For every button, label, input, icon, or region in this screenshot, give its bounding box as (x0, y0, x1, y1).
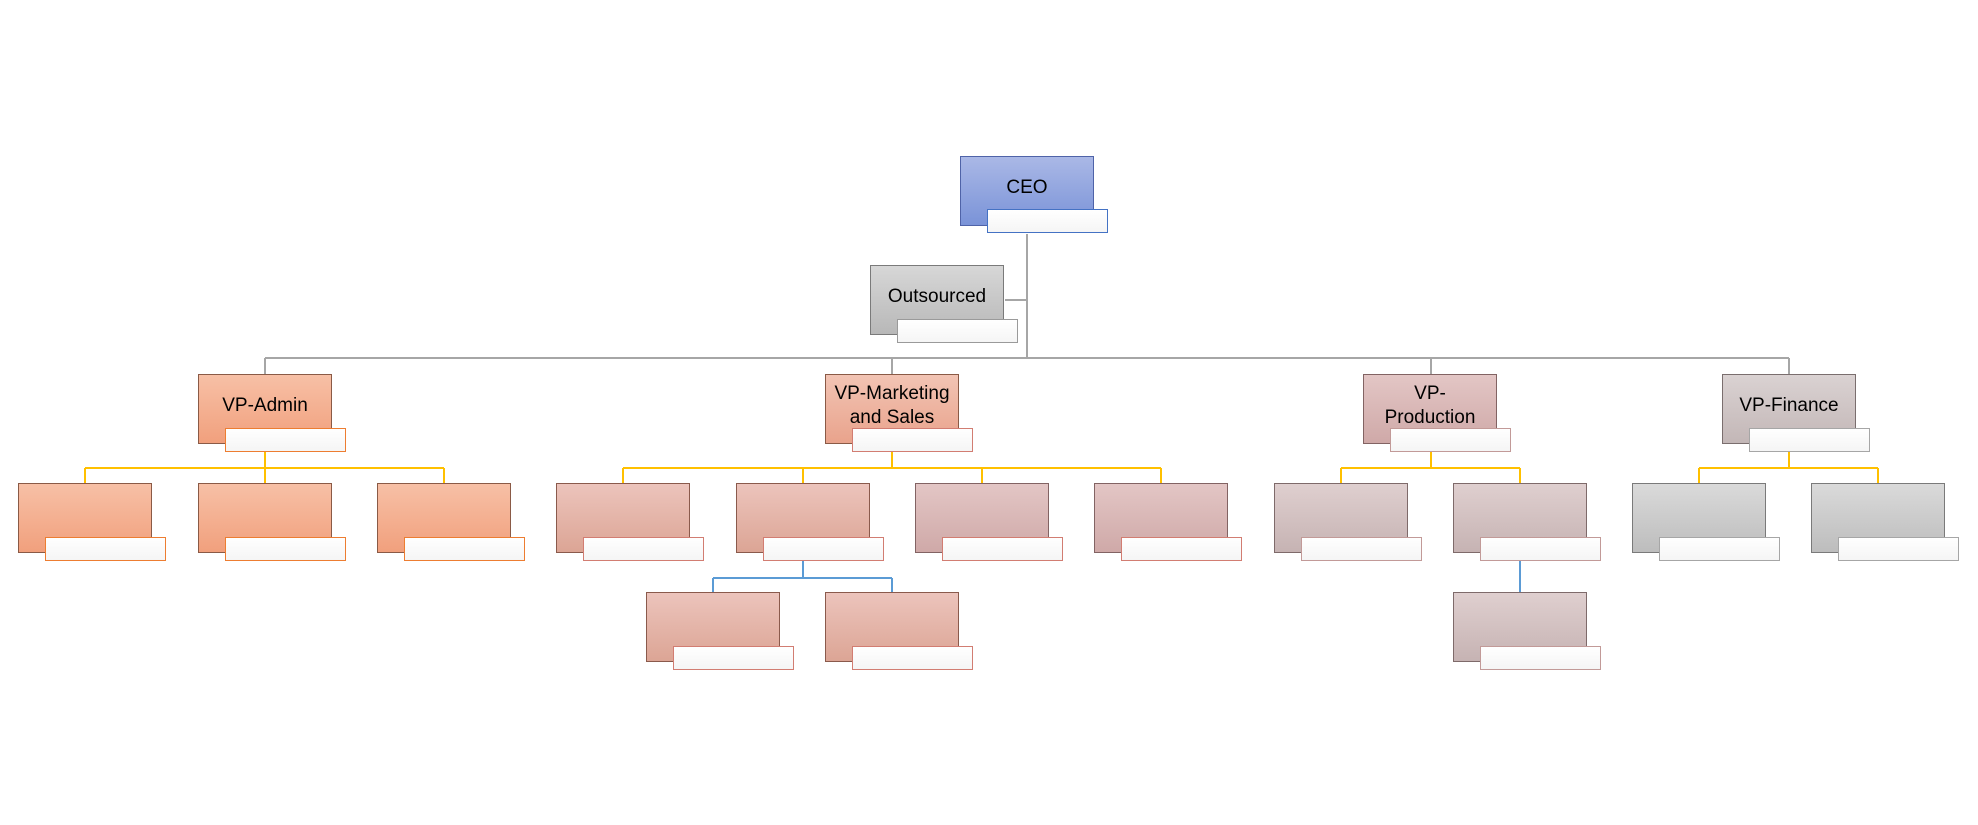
node-vp-production-label: VP-Production (1384, 383, 1476, 428)
node-finance-1-subtitle[interactable] (1659, 537, 1780, 561)
node-admin-1-subtitle[interactable] (45, 537, 166, 561)
node-finance-2-subtitle[interactable] (1838, 537, 1959, 561)
node-vp-finance-subtitle[interactable] (1749, 428, 1870, 452)
node-production-2-1-subtitle[interactable] (1480, 646, 1601, 670)
node-vp-marketing-label: VP-Marketing and Sales (834, 383, 950, 428)
node-admin-2-subtitle[interactable] (225, 537, 346, 561)
node-outsourced-label: Outsourced (887, 286, 987, 307)
node-marketing-4-subtitle[interactable] (1121, 537, 1242, 561)
node-admin-3-subtitle[interactable] (404, 537, 525, 561)
node-marketing-3-subtitle[interactable] (942, 537, 1063, 561)
node-vp-admin-label: VP-Admin (222, 395, 308, 416)
node-vp-finance-label: VP-Finance (1739, 395, 1839, 416)
node-marketing-2-1-subtitle[interactable] (673, 646, 794, 670)
node-marketing-2-2-subtitle[interactable] (852, 646, 973, 670)
node-ceo-subtitle[interactable] (987, 209, 1108, 233)
node-marketing-2-subtitle[interactable] (763, 537, 884, 561)
node-vp-marketing-subtitle[interactable] (852, 428, 973, 452)
node-vp-admin-subtitle[interactable] (225, 428, 346, 452)
node-production-1-subtitle[interactable] (1301, 537, 1422, 561)
node-marketing-1-subtitle[interactable] (583, 537, 704, 561)
node-outsourced-subtitle[interactable] (897, 319, 1018, 343)
node-ceo-label: CEO (1006, 177, 1048, 198)
node-vp-production-subtitle[interactable] (1390, 428, 1511, 452)
node-production-2-subtitle[interactable] (1480, 537, 1601, 561)
